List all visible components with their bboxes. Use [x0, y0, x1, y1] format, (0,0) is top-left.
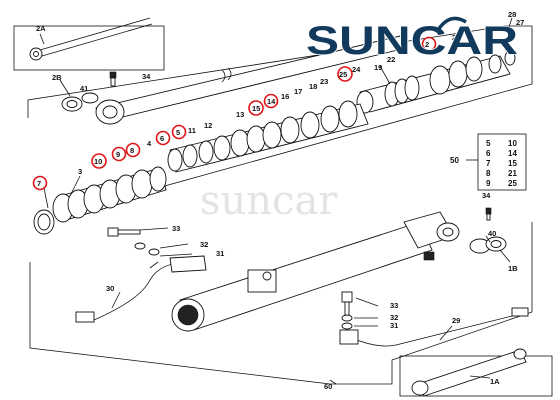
- lower-panel-border: [29, 222, 533, 385]
- callout-22: 22: [387, 55, 395, 64]
- callout-4: 4: [147, 139, 152, 148]
- callout-17: 17: [294, 87, 302, 96]
- seal-kit-cell: 21: [508, 169, 517, 178]
- callout-3: 3: [78, 167, 82, 176]
- callout-41: 41: [80, 84, 88, 93]
- cylinder-head-3: [33, 166, 167, 235]
- brand-logo: SUNCAR: [305, 16, 519, 64]
- callout-32-left: 32: [200, 240, 208, 249]
- callout-14: 14: [267, 97, 276, 106]
- bolt-set-left: [107, 227, 160, 256]
- bushing-40: [469, 236, 507, 254]
- seal-and-ring-stack: [167, 100, 369, 173]
- seal-kit-cell: 15: [508, 159, 517, 168]
- callout-40: 40: [488, 229, 496, 238]
- pipe-30: [75, 255, 207, 323]
- seal-kit-cell: 5: [486, 139, 491, 148]
- pipe-29: [339, 307, 529, 347]
- callout-33-right: 33: [390, 301, 398, 310]
- leader-lines: [39, 17, 513, 385]
- callout-8: 8: [130, 146, 134, 155]
- callout-30: 30: [106, 284, 114, 293]
- seal-kit-cell: 6: [486, 149, 491, 158]
- callout-23: 23: [320, 77, 328, 86]
- callout-16: 16: [281, 92, 289, 101]
- inset-2a: [13, 17, 165, 71]
- callout-10: 10: [94, 157, 102, 166]
- callout-33-left: 33: [172, 224, 180, 233]
- seal-kit-cell: 10: [508, 139, 517, 148]
- callout-2b: 2B: [52, 73, 62, 82]
- callout-34-top: 34: [142, 72, 151, 81]
- callout-13: 13: [236, 110, 244, 119]
- seal-kit-highlights: [32, 36, 437, 191]
- callout-34-right: 34: [482, 191, 491, 200]
- piston-head-assembly: [356, 50, 516, 114]
- cylinder-tube: [171, 211, 460, 332]
- inset-1a: [399, 348, 553, 397]
- callout-31-right: 31: [390, 321, 398, 330]
- grease-fitting-right: [485, 207, 492, 221]
- callout-27: 27: [516, 18, 524, 27]
- callout-1b: 1B: [508, 264, 518, 273]
- callout-11: 11: [188, 126, 196, 135]
- callout-60: 60: [324, 382, 332, 391]
- piston-rod: [95, 35, 407, 125]
- callout-7: 7: [37, 179, 41, 188]
- seal-kit-cell: 8: [486, 169, 491, 178]
- callout-29: 29: [452, 316, 460, 325]
- callout-19: 19: [374, 63, 382, 72]
- callout-25: 25: [339, 70, 347, 79]
- callout-2: 2: [425, 40, 429, 49]
- bolt-set-right: [341, 291, 353, 330]
- callout-20: 20: [452, 33, 460, 42]
- seal-kit-cell: 7: [486, 159, 491, 168]
- callout-labels: 2A 28 27 2 20 22 19 34 2B 41 25 24 23 18…: [36, 10, 524, 391]
- seal-kit-cell: 14: [508, 149, 517, 158]
- callout-1a: 1A: [490, 377, 500, 386]
- logo-text: SUNCAR: [306, 19, 518, 63]
- logo-gear-arc: [436, 16, 467, 32]
- seal-kit-cell: 9: [486, 179, 491, 188]
- upper-panel-border: [27, 25, 533, 216]
- callout-31-left: 31: [216, 249, 224, 258]
- callout-5: 5: [176, 128, 180, 137]
- watermark-text: suncar: [200, 178, 338, 224]
- grease-fitting-top: [109, 71, 117, 87]
- callout-28: 28: [508, 10, 516, 19]
- callout-18: 18: [309, 82, 317, 91]
- bushing-41: [61, 92, 99, 112]
- seal-kit-label: 50: [450, 156, 459, 165]
- callout-32-right: 32: [390, 313, 398, 322]
- callout-15: 15: [252, 104, 260, 113]
- callout-2a: 2A: [36, 24, 46, 33]
- callout-12: 12: [204, 121, 212, 130]
- seal-kit-cell: 25: [508, 179, 517, 188]
- callout-6: 6: [160, 134, 164, 143]
- seal-kit-table: 50 5 10 6 14 7 15 8 21 9 25: [450, 133, 527, 191]
- callout-9: 9: [116, 150, 120, 159]
- callout-24: 24: [352, 65, 361, 74]
